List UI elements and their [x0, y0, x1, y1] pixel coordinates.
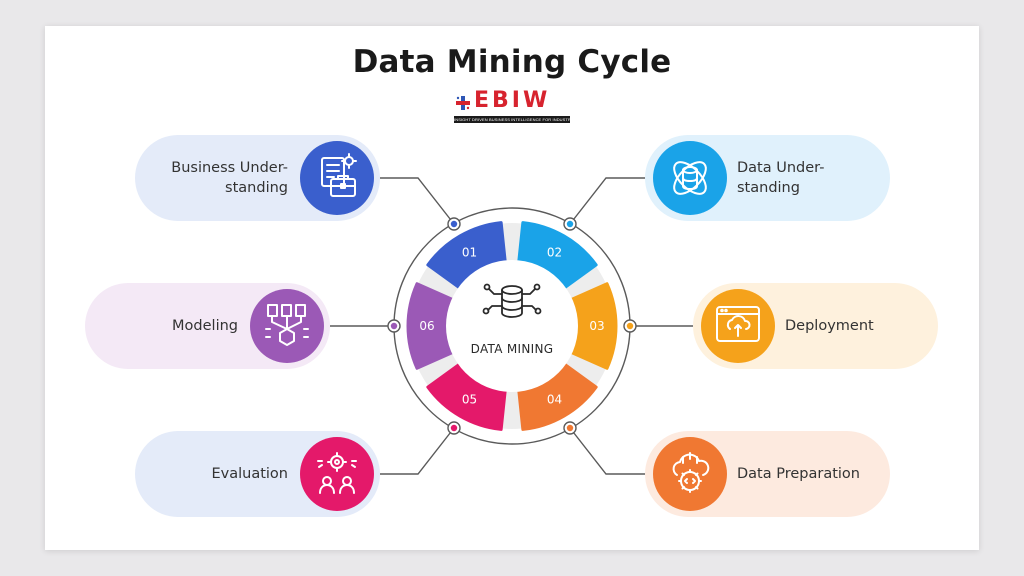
step-01-label: Business Under- standing — [138, 158, 288, 198]
logo-mark-icon — [456, 96, 470, 110]
dot-02-fill — [566, 220, 574, 228]
pill-data-understanding: Data Under- standing — [645, 135, 890, 221]
step-01-label-line2: standing — [225, 180, 288, 196]
evaluation-people-icon — [317, 452, 357, 494]
connector-01 — [380, 177, 455, 225]
segment-02-number: 02 — [547, 245, 562, 259]
step-02-label: Data Under- standing — [737, 158, 887, 198]
dot-05-fill — [450, 424, 458, 432]
segment-01-number: 01 — [462, 245, 477, 259]
step-04-icon-circle — [653, 437, 727, 511]
dot-06-fill — [390, 322, 398, 330]
pill-modeling: Modeling — [85, 283, 330, 369]
connector-02 — [569, 177, 645, 225]
ebiw-logo: EBIW INSIGHT DRIVEN BUSINESS INTELLIGENC… — [452, 88, 572, 124]
connector-05 — [380, 427, 455, 475]
step-02-icon-circle — [653, 141, 727, 215]
modeling-network-icon — [265, 304, 309, 346]
center-label: DATA MINING — [470, 342, 554, 356]
connector-04 — [569, 427, 645, 475]
database-network-icon — [482, 283, 542, 318]
dot-04-fill — [566, 424, 574, 432]
step-01-label-line1: Business Under- — [171, 160, 288, 176]
pill-deployment: Deployment — [693, 283, 938, 369]
data-sphere-icon — [673, 161, 707, 195]
step-04-label-line1: Data Preparation — [737, 466, 860, 482]
deployment-browser-icon — [716, 306, 760, 342]
pill-data-preparation: Data Preparation — [645, 431, 890, 517]
step-05-label-line1: Evaluation — [211, 466, 288, 482]
dot-03-fill — [626, 322, 634, 330]
step-04-label: Data Preparation — [737, 464, 887, 484]
data-preparation-gear-icon — [672, 452, 710, 493]
step-03-label-line1: Deployment — [785, 318, 874, 334]
logo-wordmark: EBIW — [474, 88, 551, 113]
step-06-icon-circle — [250, 289, 324, 363]
dot-01-fill — [450, 220, 458, 228]
pill-evaluation: Evaluation — [135, 431, 380, 517]
step-06-label-line1: Modeling — [172, 318, 238, 334]
step-05-icon-circle — [300, 437, 374, 511]
segment-04-number: 04 — [547, 393, 562, 407]
logo-tagline: INSIGHT DRIVEN BUSINESS INTELLIGENCE FOR… — [454, 116, 570, 123]
step-05-label: Evaluation — [138, 464, 288, 484]
pill-business-understanding: Business Under- standing — [135, 135, 380, 221]
segment-05-number: 05 — [462, 393, 477, 407]
center-disc — [446, 260, 578, 392]
step-02-label-line2: standing — [737, 180, 800, 196]
segment-06-number: 06 — [419, 319, 434, 333]
business-documents-icon — [321, 153, 357, 197]
page-title: Data Mining Cycle — [352, 44, 672, 80]
cycle-segments: 01 02 03 04 05 06 — [406, 221, 618, 431]
step-03-icon-circle — [701, 289, 775, 363]
step-03-label: Deployment — [785, 316, 935, 336]
step-02-label-line1: Data Under- — [737, 160, 825, 176]
step-06-label: Modeling — [88, 316, 238, 336]
segment-03-number: 03 — [589, 319, 604, 333]
step-01-icon-circle — [300, 141, 374, 215]
